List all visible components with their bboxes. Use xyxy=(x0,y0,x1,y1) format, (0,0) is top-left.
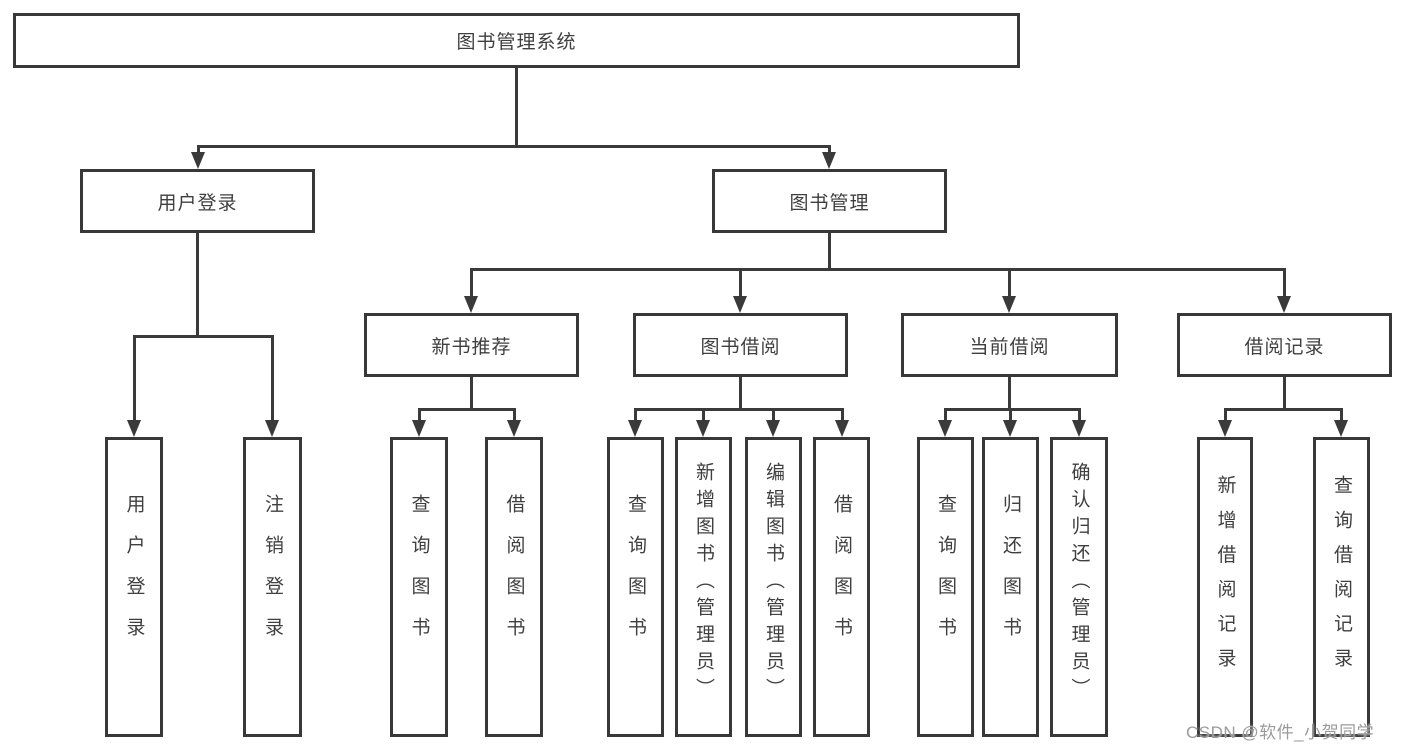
arrowhead-down xyxy=(191,152,205,169)
node-book-borrowing-label: 图书借阅 xyxy=(700,336,781,358)
node-leaf-search-borrow-record: 查询借阅记录 xyxy=(1313,437,1370,737)
connector-line xyxy=(702,408,705,423)
arrowhead-down xyxy=(766,420,780,437)
node-leaf-confirm-return-admin: 确认归还（管理员） xyxy=(1050,437,1108,737)
arrowhead-down xyxy=(733,296,747,313)
connector-line xyxy=(1008,268,1011,298)
leaf-label: 借阅图书 xyxy=(831,494,852,658)
connector-line xyxy=(1283,268,1286,298)
connector-line xyxy=(470,377,473,411)
connector-line xyxy=(1009,408,1012,423)
arrowhead-down xyxy=(464,296,478,313)
leaf-label: 借阅图书 xyxy=(503,494,525,658)
connector-line xyxy=(944,408,947,423)
connector-line xyxy=(828,233,831,271)
arrowhead-down xyxy=(1003,420,1017,437)
connector-line xyxy=(1224,408,1227,423)
connector-line xyxy=(513,408,516,423)
connector-line xyxy=(739,268,742,298)
node-leaf-borrow-books-recommend: 借阅图书 xyxy=(485,437,543,737)
leaf-label: 查询借阅记录 xyxy=(1331,475,1352,683)
arrowhead-down xyxy=(1334,420,1348,437)
node-root-label: 图书管理系统 xyxy=(456,32,577,53)
arrowhead-down xyxy=(1277,296,1291,313)
connector-line xyxy=(271,335,274,423)
connector-line xyxy=(634,408,637,423)
connector-line xyxy=(197,145,831,148)
csdn-watermark: CSDN @软件_小贺同学 xyxy=(1186,723,1375,742)
connector-line xyxy=(1340,408,1343,423)
node-current-borrowing: 当前借阅 xyxy=(901,313,1118,377)
connector-line xyxy=(634,408,844,411)
arrowhead-down xyxy=(1072,420,1086,437)
arrowhead-down xyxy=(507,420,521,437)
connector-line xyxy=(515,68,518,148)
arrowhead-down xyxy=(412,420,426,437)
connector-line xyxy=(133,335,136,423)
connector-line xyxy=(418,408,421,423)
node-leaf-add-books-admin: 新增图书（管理员） xyxy=(675,437,732,737)
node-root: 图书管理系统 xyxy=(13,13,1020,68)
node-leaf-search-books-recommend: 查询图书 xyxy=(390,437,448,737)
node-leaf-logout: 注销登录 xyxy=(243,437,302,737)
leaf-label: 查询图书 xyxy=(935,494,956,658)
leaf-label: 新增图书（管理员） xyxy=(693,461,714,705)
node-book-borrowing: 图书借阅 xyxy=(633,313,848,377)
leaf-label: 用户登录 xyxy=(123,494,145,658)
arrowhead-down xyxy=(822,152,836,169)
connector-line xyxy=(1224,408,1343,411)
connector-line xyxy=(418,408,516,411)
node-leaf-return-books: 归还图书 xyxy=(982,437,1039,737)
arrowhead-down xyxy=(1218,420,1232,437)
node-leaf-search-books-borrowing: 查询图书 xyxy=(607,437,664,737)
node-book-management: 图书管理 xyxy=(712,169,947,233)
node-new-book-recommend: 新书推荐 xyxy=(364,313,579,377)
node-new-book-recommend-label: 新书推荐 xyxy=(431,336,512,358)
leaf-label: 归还图书 xyxy=(1000,494,1021,658)
node-leaf-user-login: 用户登录 xyxy=(105,437,163,737)
arrowhead-down xyxy=(127,420,141,437)
node-borrowing-records: 借阅记录 xyxy=(1177,313,1392,377)
node-borrowing-records-label: 借阅记录 xyxy=(1244,336,1325,358)
node-user-login: 用户登录 xyxy=(80,169,315,233)
connector-line xyxy=(196,233,199,338)
arrowhead-down xyxy=(835,420,849,437)
connector-line xyxy=(739,377,742,411)
node-book-management-label: 图书管理 xyxy=(789,192,870,214)
node-leaf-borrow-books: 借阅图书 xyxy=(813,437,870,737)
arrowhead-down xyxy=(696,420,710,437)
node-user-login-label: 用户登录 xyxy=(157,192,238,214)
connector-line xyxy=(828,145,831,155)
connector-line xyxy=(1078,408,1081,423)
arrowhead-down xyxy=(938,420,952,437)
connector-line xyxy=(841,408,844,423)
arrowhead-down xyxy=(1002,296,1016,313)
node-leaf-edit-books-admin: 编辑图书（管理员） xyxy=(745,437,802,737)
node-current-borrowing-label: 当前借阅 xyxy=(969,336,1050,358)
connector-line xyxy=(470,268,1286,271)
connector-line xyxy=(197,145,200,155)
leaf-label: 注销登录 xyxy=(262,494,283,658)
leaf-label: 查询图书 xyxy=(408,494,430,658)
connector-line xyxy=(1008,377,1011,411)
leaf-label: 确认归还（管理员） xyxy=(1068,461,1090,705)
connector-line xyxy=(470,268,473,298)
node-leaf-search-books-current: 查询图书 xyxy=(917,437,974,737)
connector-line xyxy=(1283,377,1286,411)
node-leaf-add-borrow-record: 新增借阅记录 xyxy=(1197,437,1253,737)
leaf-label: 新增借阅记录 xyxy=(1214,475,1236,683)
arrowhead-down xyxy=(628,420,642,437)
leaf-label: 编辑图书（管理员） xyxy=(763,461,784,705)
leaf-label: 查询图书 xyxy=(625,494,646,658)
arrowhead-down xyxy=(265,420,279,437)
connector-line xyxy=(944,408,1081,411)
connector-line xyxy=(772,408,775,423)
connector-line xyxy=(133,335,274,338)
